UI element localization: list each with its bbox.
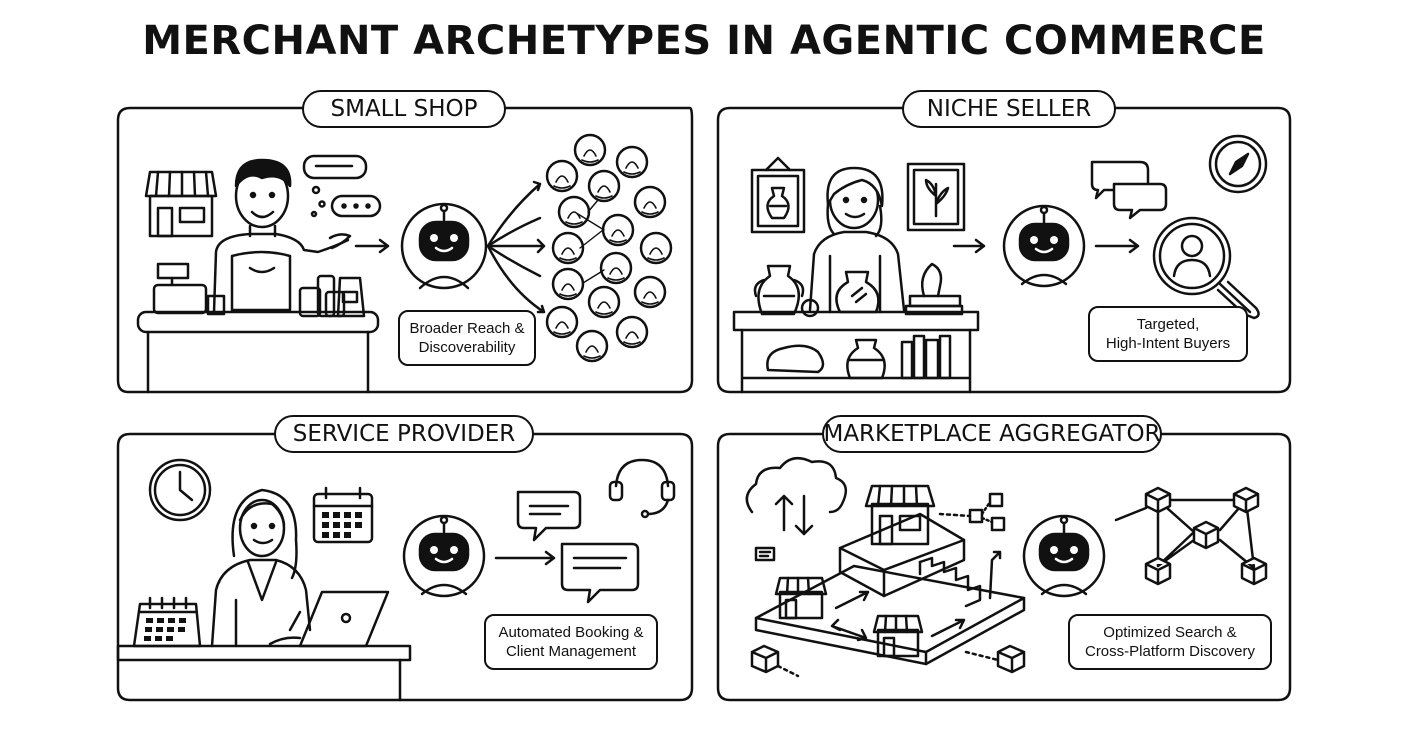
label-niche-seller: NICHE SELLER	[902, 90, 1116, 128]
package-icon	[750, 492, 1026, 678]
compass-icon	[1208, 134, 1268, 194]
cube-network-icon	[1114, 486, 1268, 586]
panel-frame	[716, 432, 1292, 702]
label-marketplace-aggregator: MARKETPLACE AGGREGATOR	[822, 415, 1162, 453]
chat-bubble-icon	[302, 154, 382, 218]
cloud-sync-icon	[745, 456, 848, 536]
callout-service-provider: Automated Booking & Client Management	[484, 614, 658, 670]
label-service-provider: SERVICE PROVIDER	[274, 415, 534, 453]
callout-line: Optimized Search &	[1103, 624, 1237, 641]
shelf-goods	[766, 334, 952, 380]
calendar-icon	[312, 486, 374, 544]
service-professional-icon	[210, 488, 312, 648]
panel-frame	[116, 106, 694, 394]
callout-line: Broader Reach &	[409, 320, 525, 337]
product-jars	[298, 274, 366, 318]
flow-arrow	[952, 238, 986, 254]
callout-line: Client Management	[505, 643, 637, 660]
flow-arrow	[354, 238, 390, 254]
page-title: MERCHANT ARCHETYPES IN AGENTIC COMMERCE	[142, 18, 1266, 64]
storefront-icon	[774, 576, 828, 620]
artisan-seller-icon	[808, 166, 906, 314]
robot-agent-icon	[1002, 204, 1086, 288]
clock-icon	[148, 458, 212, 522]
storefront-icon	[872, 614, 924, 658]
avatar-links	[577, 199, 605, 284]
register-icon	[152, 262, 226, 316]
panel-frame	[116, 432, 694, 702]
panel-frame	[716, 106, 1292, 394]
framed-vase-icon	[750, 156, 806, 234]
laptop-icon	[268, 590, 390, 648]
pottery-items	[753, 262, 964, 318]
callout-line: High-Intent Buyers	[1105, 335, 1231, 352]
shopkeeper-icon	[212, 158, 352, 314]
callout-line: Discoverability	[418, 339, 516, 356]
customer-avatar-icon	[545, 133, 673, 363]
callout-small-shop: Broader Reach & Discoverability	[398, 310, 536, 366]
callout-line: Automated Booking &	[498, 624, 644, 641]
robot-agent-icon	[402, 514, 486, 598]
robot-agent-icon	[400, 202, 488, 290]
flow-arrow	[494, 550, 556, 566]
desk	[116, 644, 412, 702]
avatar-faces	[553, 149, 665, 359]
shop-counter	[136, 310, 380, 394]
framed-plant-icon	[906, 162, 966, 232]
robot-agent-icon	[1022, 514, 1106, 598]
chat-bubble-icon	[516, 490, 640, 604]
storefront-icon	[864, 484, 936, 546]
callout-line: Cross-Platform Discovery	[1084, 643, 1256, 660]
magnifier-user-icon	[1152, 216, 1260, 320]
chat-bubble-icon	[1090, 160, 1168, 220]
reach-arrows	[486, 180, 546, 314]
storefront-icon	[144, 170, 218, 238]
label-small-shop: SMALL SHOP	[302, 90, 506, 128]
headset-icon	[608, 458, 676, 519]
staircase	[918, 556, 982, 608]
flow-arrow	[1094, 238, 1140, 254]
callout-marketplace-aggregator: Optimized Search & Cross-Platform Discov…	[1068, 614, 1272, 670]
marketplace-platform	[754, 512, 1026, 666]
callout-line: Targeted,	[1136, 316, 1200, 333]
callout-niche-seller: Targeted, High-Intent Buyers	[1088, 306, 1248, 362]
